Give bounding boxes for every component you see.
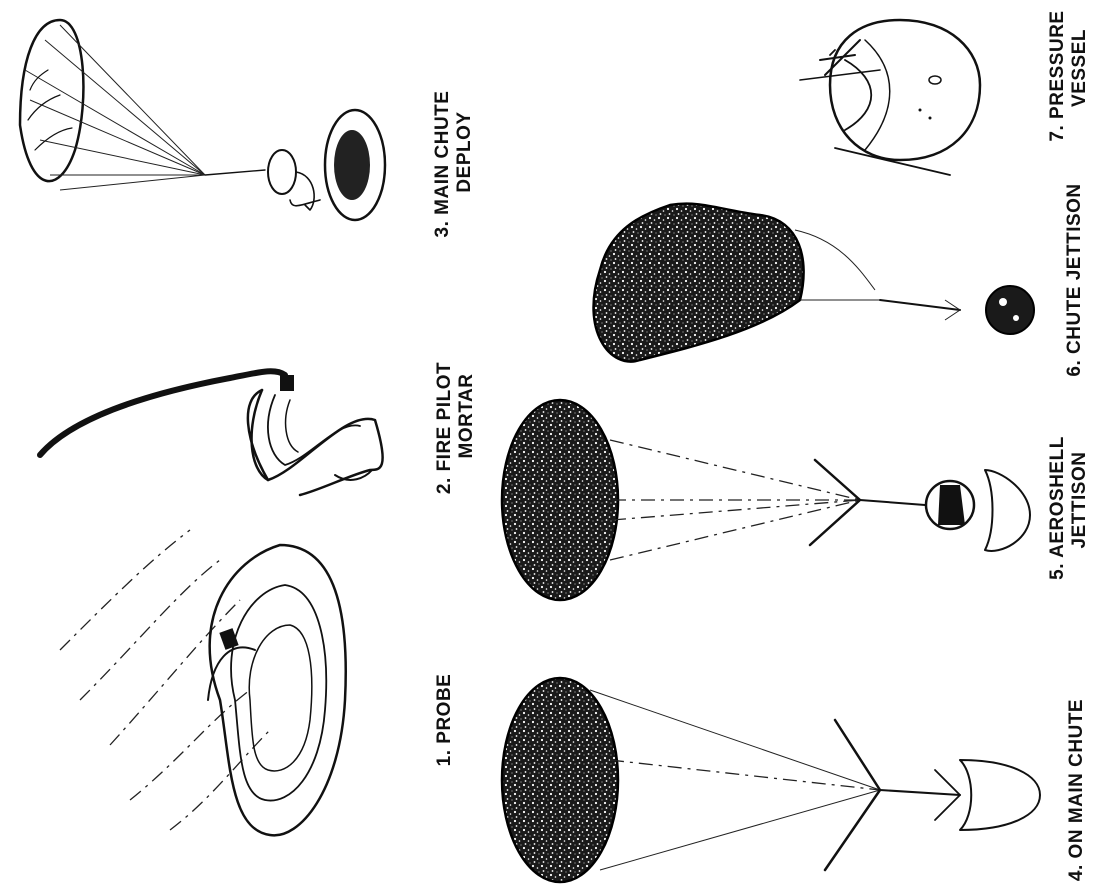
step-2-label-line-2: MORTAR <box>456 374 477 459</box>
step-6-chute-jettison-illustration <box>594 204 1034 362</box>
step-7-label: 7. PRESSURE <box>1047 10 1068 141</box>
step-5-aeroshell-jettison-illustration <box>502 400 1030 600</box>
step-1-probe-illustration <box>60 530 346 835</box>
step-3-label-line-2: DEPLOY <box>454 111 475 192</box>
step-3-label: 3. MAIN CHUTE <box>432 91 453 238</box>
step-4-label: 4. ON MAIN CHUTE <box>1066 699 1087 881</box>
step-7-label-line-2: VESSEL <box>1069 29 1090 107</box>
step-1-label: 1. PROBE <box>434 674 455 767</box>
step-2-label: 2. FIRE PILOT <box>434 362 455 494</box>
step-2-pilot-chute-illustration <box>40 371 383 495</box>
step-7-pressure-vessel-illustration <box>800 20 980 175</box>
step-4-main-chute-illustration <box>502 678 1040 882</box>
step-5-label: 5. AEROSHELL <box>1047 436 1068 580</box>
step-3-main-chute-deploy-illustration <box>20 20 385 220</box>
main-chute-descent-icon <box>502 678 1040 882</box>
step-5-label-line-2: JETTISON <box>1069 452 1090 549</box>
chute-jettison-icon <box>594 204 1034 362</box>
main-chute-deploy-icon <box>20 20 385 220</box>
pilot-chute-icon <box>40 371 383 495</box>
step-6-label: 6. CHUTE JETTISON <box>1064 183 1085 376</box>
aeroshell-jettison-icon <box>502 400 1030 600</box>
pressure-vessel-icon <box>800 20 980 175</box>
probe-aeroshell-icon <box>60 530 346 835</box>
